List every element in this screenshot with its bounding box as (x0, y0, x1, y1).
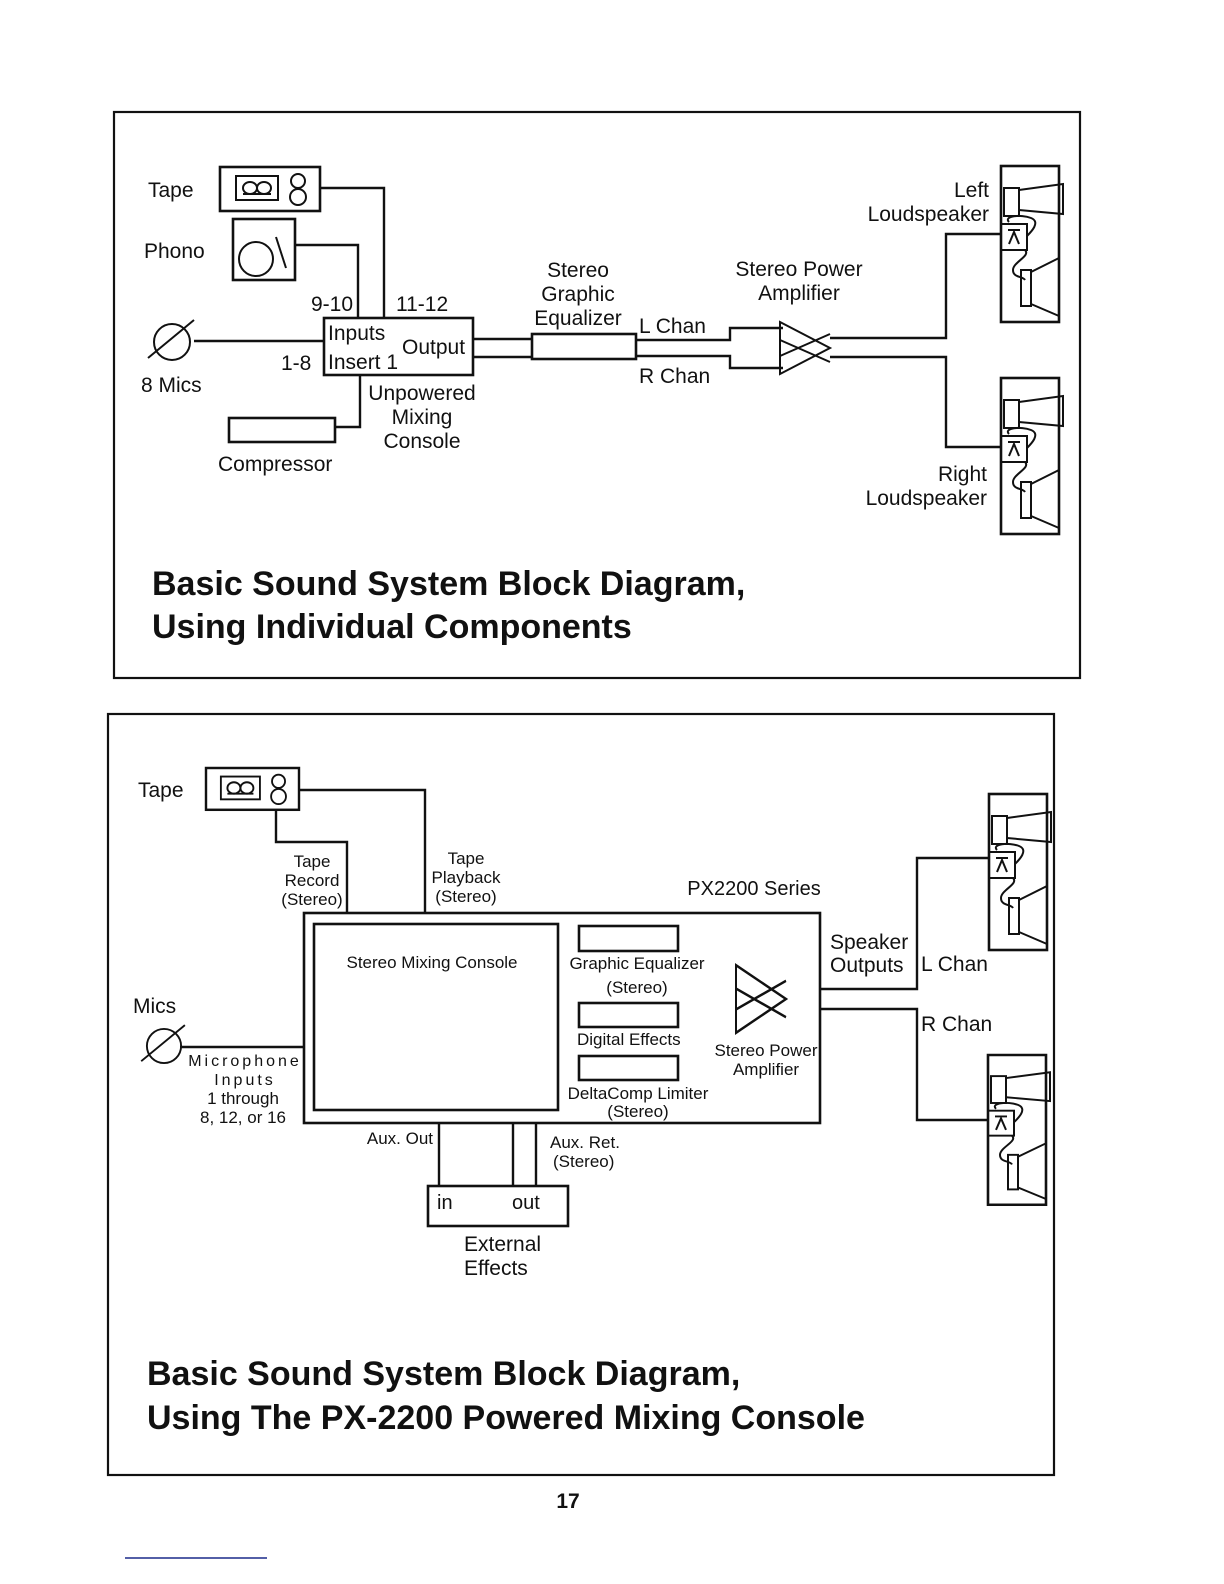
diagram1-title-line1: Basic Sound System Block Diagram, (152, 565, 745, 603)
amp-label-line2: Amplifier (733, 1060, 799, 1079)
tape-record-line2: Record (285, 871, 340, 890)
turntable-icon (231, 217, 297, 282)
mic-inputs-line3: 1 through (207, 1089, 279, 1108)
amp-label-line2: Amplifier (758, 282, 840, 305)
mic-inputs-line4: 8, 12, or 16 (200, 1108, 286, 1127)
graphic-eq-box (577, 924, 680, 953)
r-chan-label: R Chan (921, 1013, 992, 1036)
aux-ret-line2: (Stereo) (553, 1152, 614, 1171)
tape-label: Tape (138, 779, 184, 802)
left-speaker-label-line2: Loudspeaker (868, 203, 989, 226)
deltacomp-box (577, 1054, 680, 1082)
external-effects-line2: Effects (464, 1257, 528, 1280)
digital-effects-label: Digital Effects (577, 1030, 681, 1049)
eq-label-line1: Stereo (547, 259, 609, 282)
left-loudspeaker-icon (999, 164, 1065, 324)
right-loudspeaker-icon (986, 1053, 1052, 1207)
inputs-11-12-label: 11-12 (396, 293, 448, 316)
diagram2-wiring (180, 788, 990, 1185)
compressor-box (227, 416, 337, 444)
external-effects-box (426, 1184, 570, 1228)
tape-playback-line3: (Stereo) (435, 887, 496, 906)
page-number: 17 (556, 1490, 579, 1513)
deltacomp-label: DeltaComp Limiter (568, 1084, 709, 1103)
diagram1-frame (112, 110, 1082, 680)
tape-deck-icon (218, 165, 322, 213)
tape-playback-line2: Playback (432, 868, 501, 887)
left-loudspeaker-icon (987, 792, 1053, 952)
mixing-console-label: Stereo Mixing Console (346, 953, 517, 972)
diagram1-title-line2: Using Individual Components (152, 608, 632, 646)
deltacomp-stereo-label: (Stereo) (607, 1102, 668, 1121)
microphone-icon (147, 319, 195, 361)
series-label: PX2200 Series (687, 878, 820, 900)
left-speaker-label-line1: Left (954, 179, 989, 202)
inputs-9-10-label: 9-10 (311, 293, 353, 316)
tape-record-line3: (Stereo) (281, 890, 342, 909)
right-speaker-label-line2: Loudspeaker (866, 487, 987, 510)
l-chan-label: L Chan (921, 953, 988, 976)
tape-playback-line1: Tape (448, 849, 485, 868)
console-name-line2: Mixing (392, 406, 453, 429)
diagram-individual-components: Tape Phono 8 Mics 9-10 11-12 1-8 Inputs … (112, 110, 1082, 680)
graphic-eq-label: Graphic Equalizer (569, 954, 704, 973)
r-chan-label: R Chan (639, 365, 710, 388)
mics-label: Mics (133, 995, 176, 1018)
eq-label-line3: Equalizer (534, 307, 622, 330)
fx-out-label: out (512, 1192, 540, 1214)
tape-label: Tape (148, 179, 194, 202)
stereo-mixing-console-box (312, 922, 560, 1112)
phono-label: Phono (144, 240, 205, 263)
speaker-outputs-line2: Outputs (830, 954, 904, 977)
tape-deck-icon (204, 766, 301, 812)
mics-label: 8 Mics (141, 374, 202, 397)
diagram1-wiring (194, 186, 1002, 449)
microphone-icon (140, 1024, 186, 1065)
mic-inputs-line2: Inputs (214, 1072, 276, 1089)
diagram-px2200-console: Tape Tape Record (Stereo) Tape Playback … (106, 712, 1056, 1477)
console-name-line1: Unpowered (368, 382, 475, 405)
diagram2-frame (106, 712, 1056, 1477)
console-name-line3: Console (383, 430, 460, 453)
right-speaker-label-line1: Right (938, 463, 987, 486)
diagram2-title-line1: Basic Sound System Block Diagram, (147, 1355, 740, 1393)
aux-out-label: Aux. Out (367, 1129, 433, 1148)
l-chan-label: L Chan (639, 315, 706, 338)
right-loudspeaker-icon (999, 376, 1065, 536)
eq-label-line2: Graphic (541, 283, 615, 306)
digital-effects-box (577, 1001, 680, 1029)
diagram2-title-line2: Using The PX-2200 Powered Mixing Console (147, 1399, 865, 1437)
fx-in-label: in (437, 1192, 453, 1214)
external-effects-line1: External (464, 1233, 541, 1256)
console-inputs-label: Inputs (328, 322, 385, 345)
graphic-eq-stereo-label: (Stereo) (606, 978, 667, 997)
amp-label-line1: Stereo Power (715, 1041, 818, 1060)
console-output-label: Output (402, 336, 465, 359)
amplifier-triangle-icon (779, 321, 831, 375)
speaker-outputs-line1: Speaker (830, 931, 908, 954)
mic-inputs-line1: Microphone (188, 1053, 302, 1070)
tape-record-line1: Tape (294, 852, 331, 871)
aux-ret-line1: Aux. Ret. (550, 1133, 620, 1152)
graphic-equalizer-box (530, 332, 638, 361)
console-insert-label: Insert 1 (328, 351, 398, 374)
compressor-label: Compressor (218, 453, 332, 476)
amp-label-line1: Stereo Power (735, 258, 862, 281)
inputs-1-8-label: 1-8 (281, 352, 311, 375)
unpowered-mixing-console (322, 316, 475, 377)
